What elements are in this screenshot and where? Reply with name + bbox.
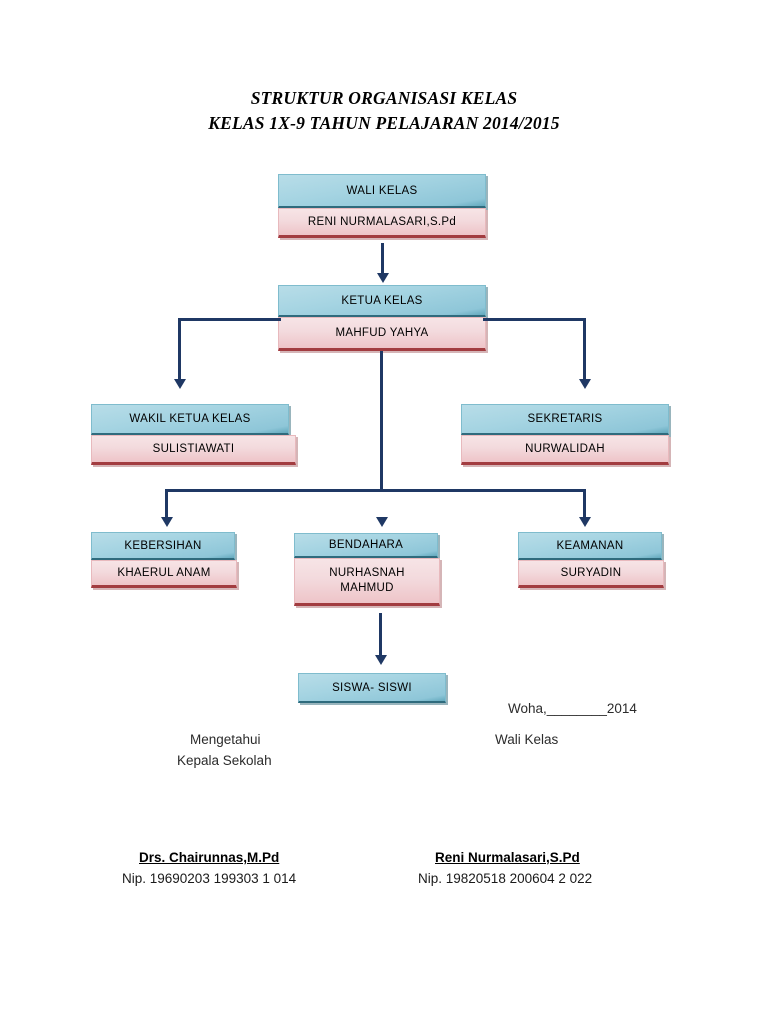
node-bendahara-name-line-1: NURHASNAH [329,567,405,579]
node-keamanan-name-text: SURYADIN [560,566,622,579]
node-ketua-kelas-name: MAHFUD YAHYA [278,317,486,351]
page-title: STRUKTUR ORGANISASI KELAS KELAS 1X-9 TAH… [0,86,768,136]
node-bendahara-role: BENDAHARA [294,533,438,558]
arrow-bendahara-to-siswa [374,655,387,665]
signature-right-name: Reni Nurmalasari,S.Pd [435,850,580,865]
node-wali-kelas[interactable]: WALI KELAS RENI NURMALASARI,S.Pd [278,174,486,238]
connector-ketua-bus-right [483,318,586,321]
node-wakil-ketua-kelas-name-text: SULISTIAWATI [152,442,235,455]
signature-right-nip: Nip. 19820518 200604 2 022 [418,871,593,886]
node-keamanan-name: SURYADIN [518,560,664,588]
signature-left-heading-2: Kepala Sekolah [177,753,272,768]
signature-left-nip: Nip. 19690203 199303 1 014 [122,871,297,886]
node-sekretaris-name-text: NURWALIDAH [525,442,605,455]
title-line-1: STRUKTUR ORGANISASI KELAS [250,88,518,108]
connector-ketua-center-stem [380,351,383,489]
arrow-wali-to-ketua [376,273,389,283]
connector-level3-drop-keamanan [583,489,586,519]
node-keamanan[interactable]: KEAMANAN SURYADIN [518,532,664,588]
arrow-ketua-to-wakil [173,379,186,389]
connector-level3-drop-kebersihan [165,489,168,519]
node-siswa-siswi-role: SISWA- SISWI [298,673,446,703]
node-wali-kelas-name-text: RENI NURMALASARI,S.Pd [307,215,457,228]
node-siswa-siswi[interactable]: SISWA- SISWI [298,673,446,703]
node-ketua-kelas[interactable]: KETUA KELAS MAHFUD YAHYA [278,285,486,351]
node-wali-kelas-role: WALI KELAS [278,174,486,208]
signature-left-heading-1: Mengetahui [190,732,261,747]
node-bendahara-name: NURHASNAH MAHMUD [294,558,440,606]
node-kebersihan-name: KHAERUL ANAM [91,560,237,588]
signature-right-role: Wali Kelas [495,732,559,747]
arrow-to-bendahara [375,517,388,527]
node-wakil-ketua-kelas[interactable]: WAKIL KETUA KELAS SULISTIAWATI [91,404,296,465]
arrow-to-kebersihan [160,517,173,527]
node-bendahara[interactable]: BENDAHARA NURHASNAH MAHMUD [294,533,440,606]
node-sekretaris-name: NURWALIDAH [461,435,669,465]
signature-place-date: Woha,________2014 [508,701,637,716]
node-bendahara-name-line-2: MAHMUD [340,582,394,594]
arrow-to-keamanan [578,517,591,527]
node-sekretaris[interactable]: SEKRETARIS NURWALIDAH [461,404,669,465]
node-keamanan-role: KEAMANAN [518,532,662,560]
arrow-ketua-to-sekretaris [578,379,591,389]
connector-ketua-drop-right [583,318,586,381]
node-ketua-kelas-name-text: MAHFUD YAHYA [335,326,429,339]
node-wakil-ketua-kelas-name: SULISTIAWATI [91,435,296,465]
node-ketua-kelas-role: KETUA KELAS [278,285,486,317]
connector-level3-bus [165,489,586,492]
connector-ketua-drop-left [178,318,181,381]
signature-left-name: Drs. Chairunnas,M.Pd [139,850,280,865]
connector-bendahara-to-siswa [379,613,382,658]
node-sekretaris-role: SEKRETARIS [461,404,669,435]
node-kebersihan-role: KEBERSIHAN [91,532,235,560]
connector-ketua-bus-left [178,318,281,321]
node-kebersihan[interactable]: KEBERSIHAN KHAERUL ANAM [91,532,237,588]
title-line-2: KELAS 1X-9 TAHUN PELAJARAN 2014/2015 [208,113,560,133]
connector-wali-to-ketua [381,243,384,275]
node-wakil-ketua-kelas-role: WAKIL KETUA KELAS [91,404,289,435]
node-kebersihan-name-text: KHAERUL ANAM [117,566,211,579]
node-wali-kelas-name: RENI NURMALASARI,S.Pd [278,208,486,238]
